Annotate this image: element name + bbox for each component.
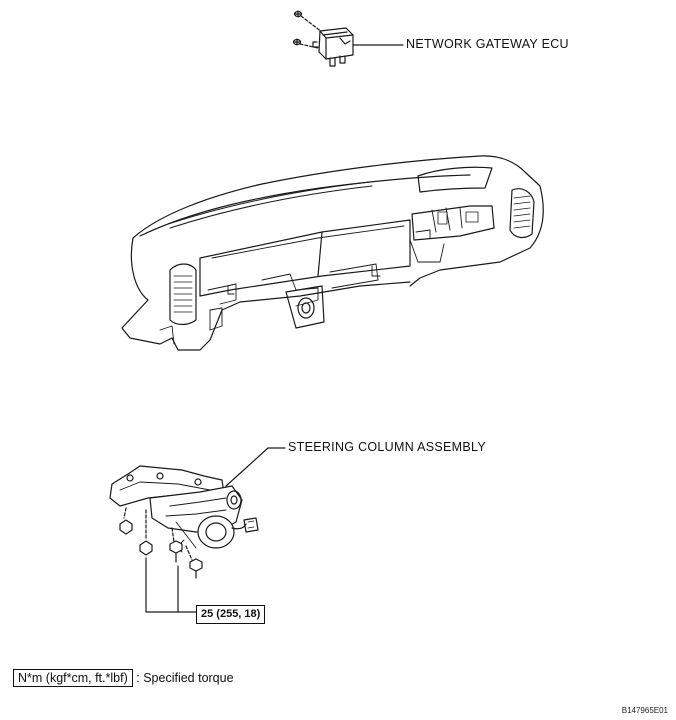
torque-legend-description: Specified torque — [143, 671, 234, 685]
steering-column-leader-line — [225, 447, 286, 487]
network-gateway-ecu-part — [292, 10, 354, 67]
ecu-screw-lower — [292, 38, 302, 46]
right-vent — [509, 188, 535, 239]
torque-value-box: 25 (255, 18) — [196, 605, 266, 624]
left-vent — [169, 263, 197, 326]
nut-left — [119, 519, 133, 535]
bolt-center-right — [169, 540, 183, 563]
nut-center — [139, 540, 153, 556]
torque-legend: N*m (kgf*cm, ft.*lbf) : Specified torque — [13, 669, 234, 687]
steering-column-assembly-label: STEERING COLUMN ASSEMBLY — [288, 440, 486, 454]
ecu-screw-upper — [293, 10, 303, 18]
torque-legend-unit-box: N*m (kgf*cm, ft.*lbf) — [13, 669, 133, 687]
torque-legend-separator: : — [136, 671, 140, 685]
instrument-panel — [121, 155, 544, 351]
steering-column-assembly-part — [109, 465, 259, 579]
torque-bracket-line — [145, 557, 197, 613]
figure-code: B147965E01 — [621, 706, 668, 715]
network-gateway-ecu-label: NETWORK GATEWAY ECU — [406, 37, 569, 51]
bolt-right — [189, 558, 203, 579]
